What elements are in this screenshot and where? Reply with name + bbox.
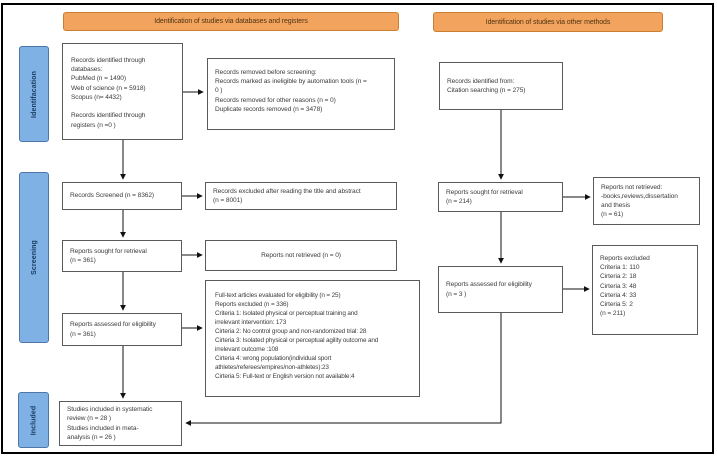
box-records-citation-searching: Records identified from: Citation search… — [439, 62, 563, 110]
box-records-removed-before-screening: Records removed before screening: Record… — [207, 58, 395, 130]
stage-label-included-text: Included — [30, 405, 37, 435]
box-records-screened: Records Screened (n = 8362) — [62, 182, 182, 210]
box-fulltext-criteria: Full-text articles evaluated for eligibi… — [205, 280, 420, 397]
box-reports-not-retrieved: Reports not retrieved (n = 0) — [205, 240, 397, 271]
box-records-identified-databases: Records identified through databases: Pu… — [62, 43, 183, 140]
stage-label-screening: Screening — [19, 172, 49, 343]
box-reports-sought-retrieval: Reports sought for retrieval (n = 361) — [62, 240, 182, 272]
box-reports-assessed-eligibility: Reports assessed for eligibility (n = 36… — [62, 313, 182, 346]
box-records-excluded-title-abstract: Records excluded after reading the title… — [205, 182, 397, 210]
box-studies-included: Studies included in systematic review (n… — [59, 401, 182, 446]
box-reports-sought-other: Reports sought for retrieval (n = 214) — [438, 182, 563, 212]
box-reports-not-retrieved-other: Reports not retrieved: -books,reviews,di… — [593, 177, 700, 225]
stage-label-included: Included — [18, 392, 49, 448]
header-other-methods: Identification of studies via other meth… — [433, 12, 663, 32]
header-databases-registers: Identification of studies via databases … — [63, 12, 399, 31]
stage-label-identification: Identifacation — [19, 46, 49, 142]
box-reports-excluded-other: Reports excluded Criteria 1: 110 Cirteri… — [592, 245, 698, 335]
box-reports-assessed-other: Reports assessed for eligibility (n = 3 … — [438, 266, 563, 313]
stage-label-identification-text: Identifacation — [30, 70, 38, 118]
stage-label-screening-text: Screening — [30, 240, 38, 275]
